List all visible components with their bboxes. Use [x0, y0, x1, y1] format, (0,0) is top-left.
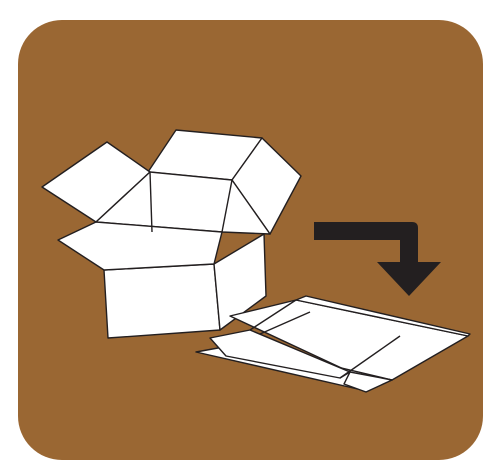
- box-front-face: [104, 264, 220, 338]
